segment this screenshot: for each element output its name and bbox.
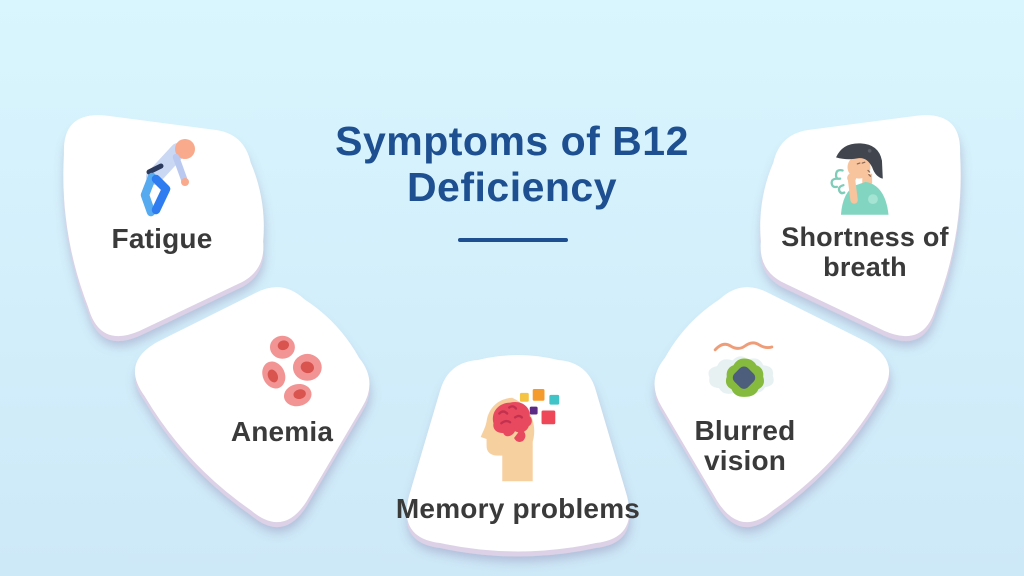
tired-person-icon	[140, 139, 195, 217]
card-label-memory-problems: Memory problems	[395, 493, 641, 524]
card-label-blurred-vision: Blurred vision	[694, 415, 796, 476]
red-blood-cells-icon	[262, 335, 322, 407]
blurred-eye-icon	[708, 341, 774, 397]
card-label-anemia: Anemia	[230, 416, 334, 447]
memory-loss-head-icon	[480, 388, 560, 482]
card-label-shortness-of-breath: Shortness of breath	[781, 222, 949, 282]
page-title: Symptoms of B12 Deficiency	[312, 118, 712, 210]
title-line-2: Deficiency	[406, 164, 618, 210]
title-underline	[458, 238, 568, 242]
breathless-person-icon	[830, 143, 889, 215]
card-label-fatigue: Fatigue	[111, 223, 213, 254]
title-line-1: Symptoms of B12	[335, 118, 689, 164]
